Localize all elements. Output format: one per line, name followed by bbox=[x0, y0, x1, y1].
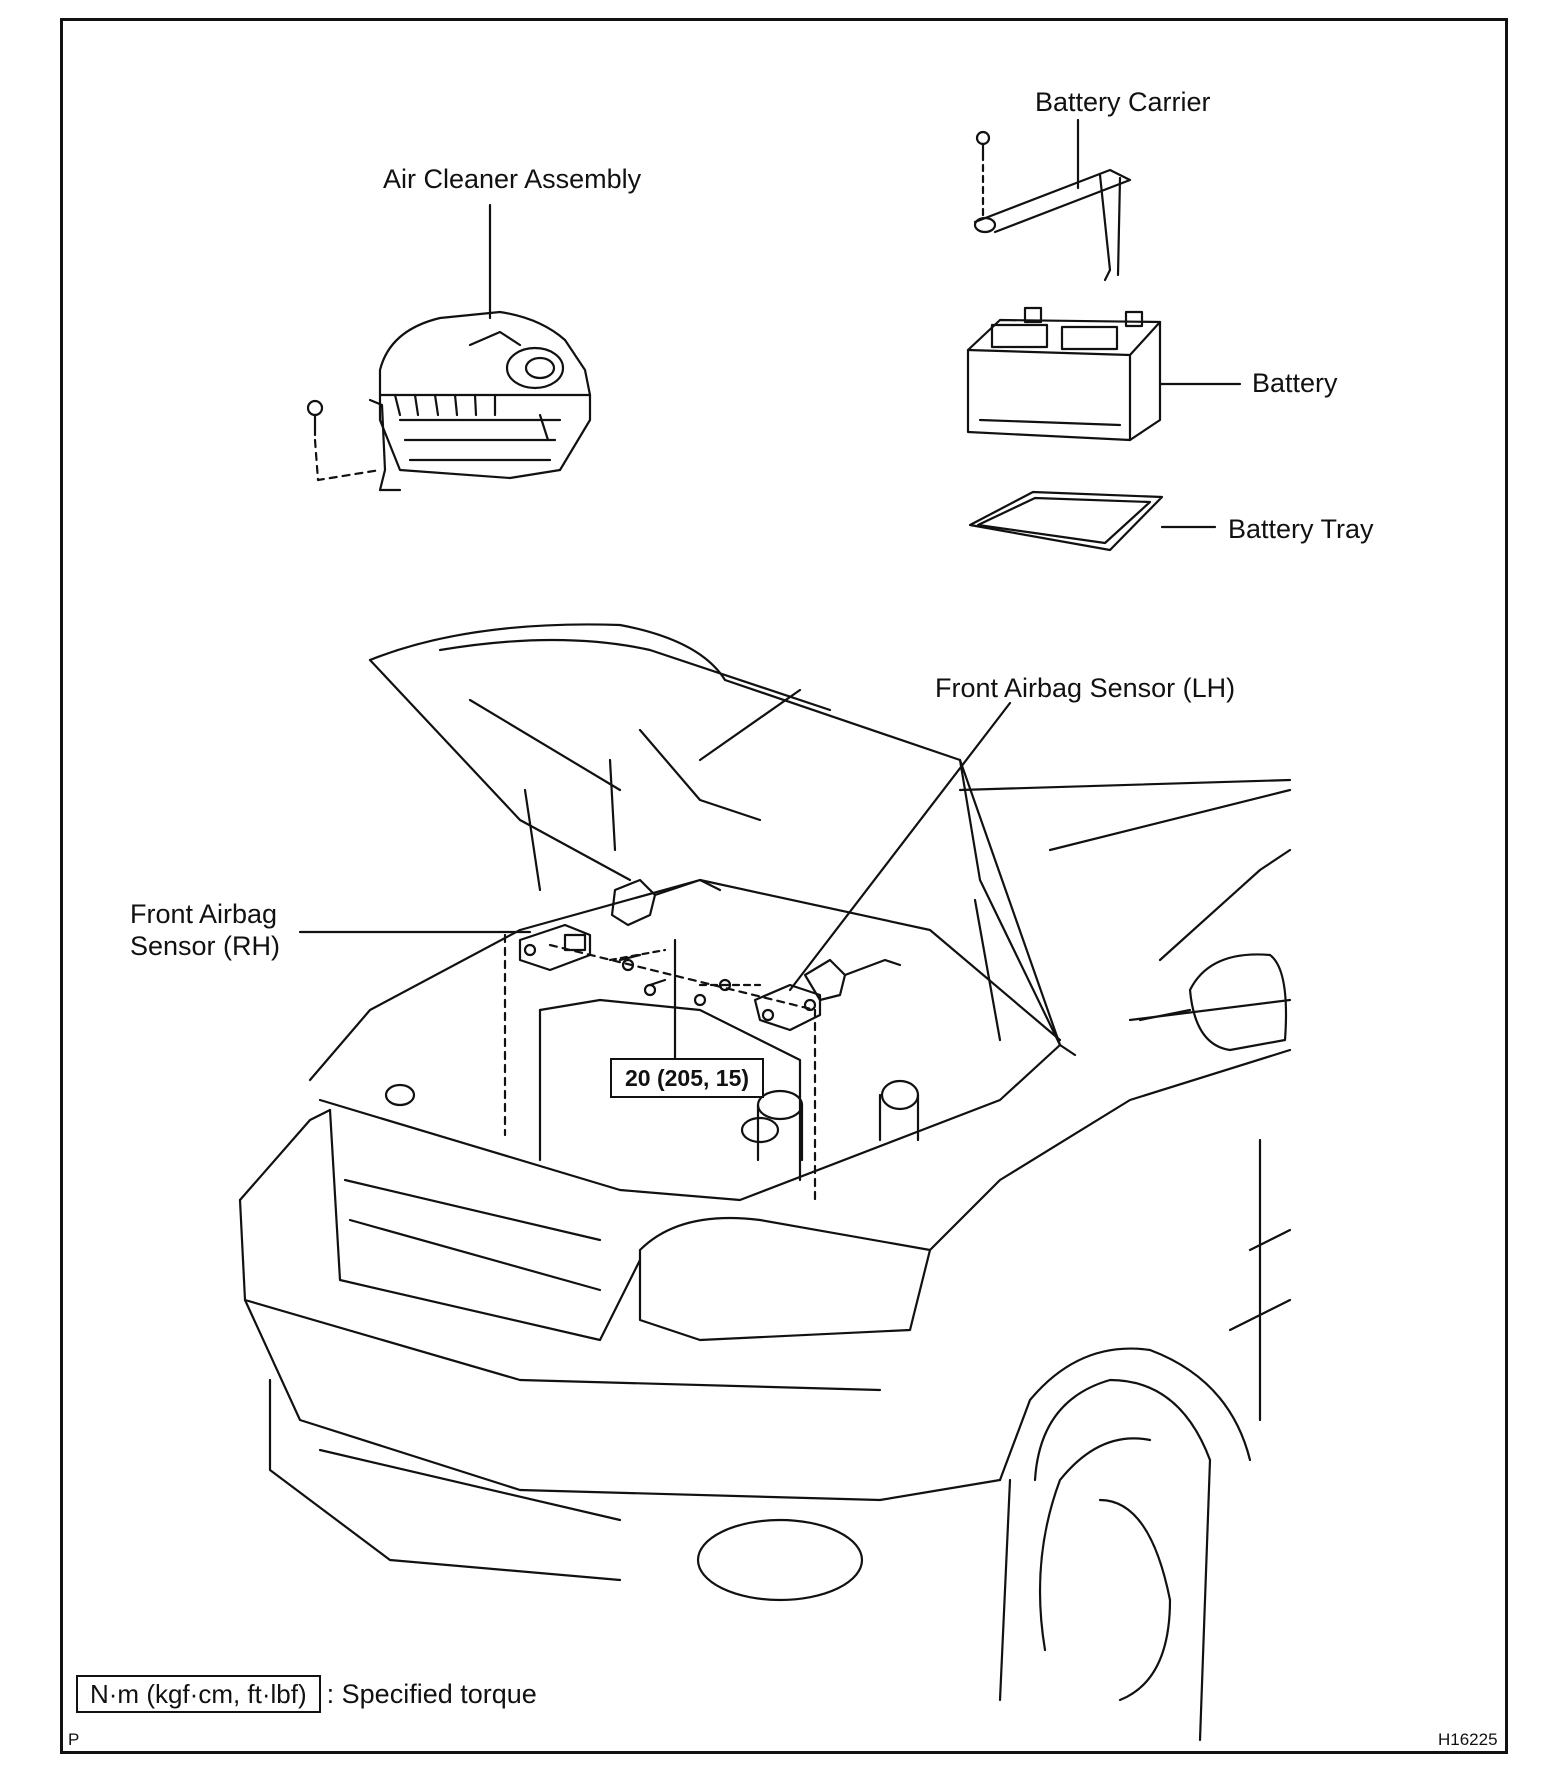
label-front-airbag-sensor-lh: Front Airbag Sensor (LH) bbox=[935, 673, 1236, 703]
air-cleaner-drawing bbox=[306, 203, 592, 492]
figure-id: H16225 bbox=[1438, 1730, 1498, 1749]
footer-left-code: P bbox=[68, 1730, 80, 1749]
leader-lines bbox=[298, 701, 1012, 1062]
legend-unit-box: N·m (kgf·cm, ft·lbf) bbox=[76, 1675, 321, 1713]
torque-legend: N·m (kgf·cm, ft·lbf) : Specified torque bbox=[76, 1675, 537, 1713]
diagram-frame bbox=[60, 18, 1508, 1754]
label-battery: Battery bbox=[1252, 368, 1338, 398]
airbag-sensor-rh-drawing bbox=[518, 878, 722, 997]
vehicle-drawing bbox=[238, 623, 1292, 1742]
battery-carrier-drawing bbox=[973, 118, 1132, 282]
label-air-cleaner-assembly: Air Cleaner Assembly bbox=[383, 164, 642, 194]
torque-value-box: 20 (205, 15) bbox=[610, 1058, 764, 1098]
battery-drawing bbox=[966, 306, 1242, 442]
label-front-airbag-sensor-rh-line2: Sensor (RH) bbox=[130, 931, 281, 961]
label-front-airbag-sensor-rh-line1: Front Airbag bbox=[130, 899, 278, 929]
airbag-sensor-lh-drawing bbox=[693, 958, 902, 1032]
legend-description: : Specified torque bbox=[326, 1678, 537, 1709]
label-battery-carrier: Battery Carrier bbox=[1035, 87, 1211, 117]
label-battery-tray: Battery Tray bbox=[1228, 514, 1374, 544]
battery-tray-drawing bbox=[968, 490, 1217, 552]
